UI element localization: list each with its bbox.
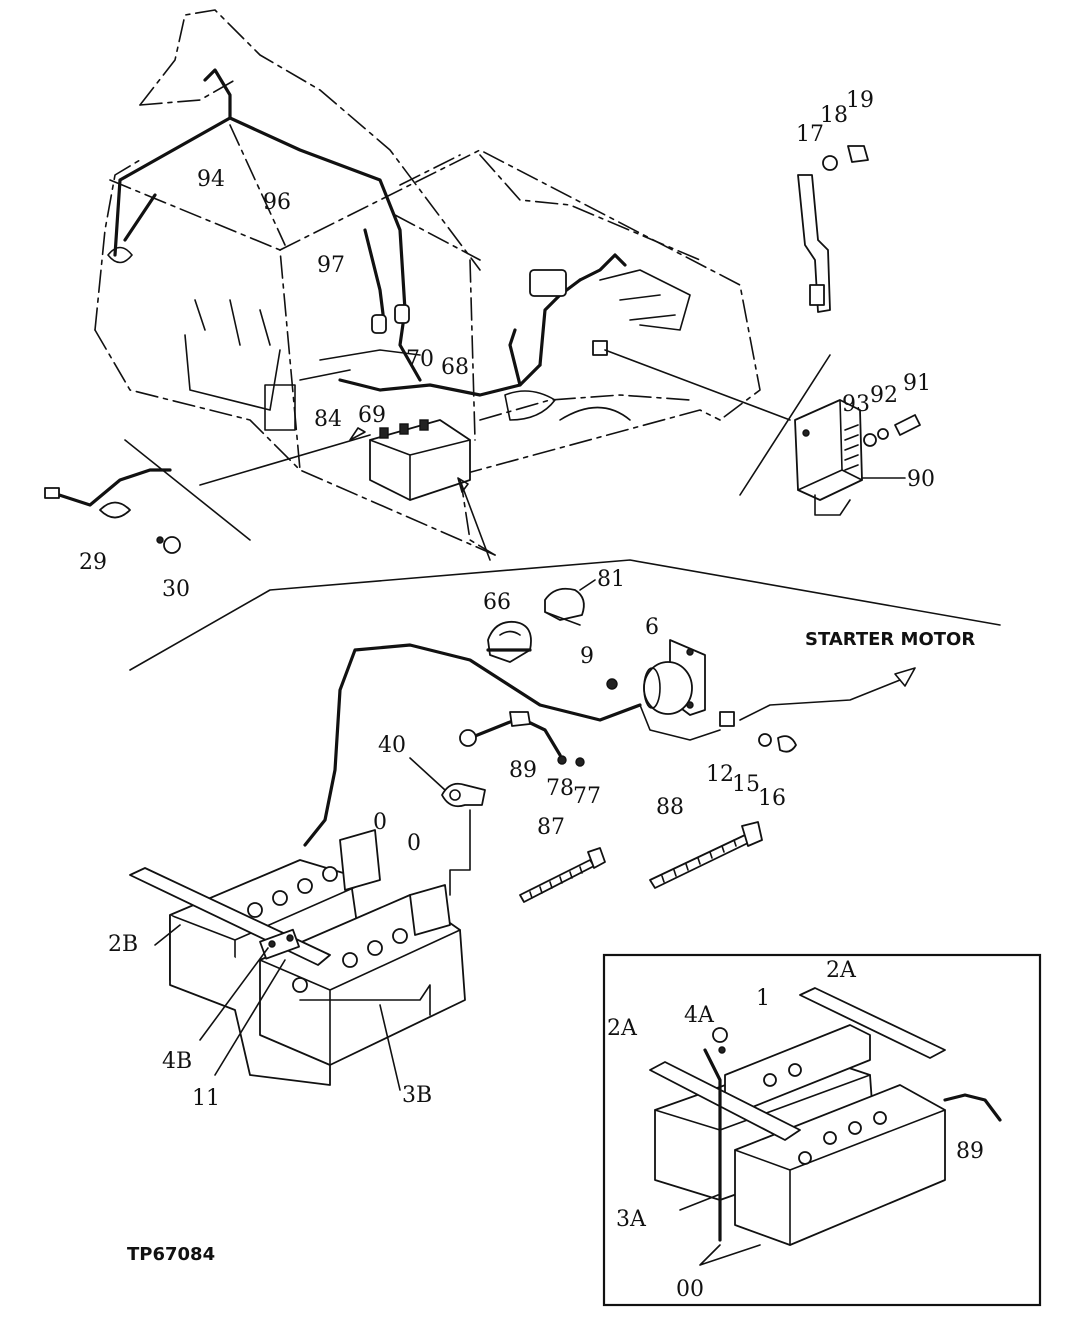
- callout-9: 9: [580, 644, 594, 669]
- inset-frame: [602, 953, 1042, 1307]
- callout-77: 77: [573, 784, 601, 809]
- callout-6: 6: [645, 615, 659, 640]
- upper-battery-box: [369, 419, 471, 501]
- callout-84: 84: [314, 407, 342, 432]
- callout-3B: 3B: [402, 1083, 432, 1108]
- part-88-bolt: [649, 821, 763, 889]
- callout-2A-top: 2A: [826, 958, 857, 983]
- callout-90: 90: [907, 467, 935, 492]
- callout-0b: 0: [407, 831, 421, 856]
- callout-88: 88: [656, 795, 684, 820]
- callout-00: 00: [676, 1277, 704, 1302]
- callout-89: 89: [509, 758, 537, 783]
- callout-29: 29: [79, 550, 107, 575]
- callout-68: 68: [441, 355, 469, 380]
- callout-2B: 2B: [108, 932, 138, 957]
- callout-94: 94: [197, 167, 225, 192]
- part-89-ground-cable: [459, 711, 585, 767]
- callout-15: 15: [732, 772, 760, 797]
- callout-11: 11: [192, 1086, 220, 1111]
- callout-1: 1: [756, 986, 770, 1011]
- callout-12: 12: [706, 762, 734, 787]
- callout-93: 93: [842, 392, 870, 417]
- upper-wiring-harness: [107, 68, 627, 397]
- inset-leader-lines: [679, 1194, 761, 1266]
- upper-leader-lines: [124, 349, 831, 561]
- callout-4B: 4B: [162, 1049, 192, 1074]
- lower-battery-right: [259, 829, 466, 1066]
- machine-outline: [94, 9, 761, 556]
- callout-4A: 4A: [684, 1003, 715, 1028]
- callout-19: 19: [846, 88, 874, 113]
- part-17-bracket: [797, 145, 869, 313]
- callout-70: 70: [406, 347, 434, 372]
- callout-69: 69: [358, 403, 386, 428]
- inset-battery-assembly: [649, 987, 1002, 1246]
- figure-id: TP67084: [127, 1244, 215, 1265]
- callout-16: 16: [758, 786, 786, 811]
- callout-2A-left: 2A: [607, 1016, 638, 1041]
- callout-81: 81: [597, 567, 625, 592]
- lower-leader-lines: [154, 924, 401, 1091]
- callout-91: 91: [903, 371, 931, 396]
- part-81-cap: [544, 587, 585, 626]
- callout-66: 66: [483, 590, 511, 615]
- callout-18: 18: [820, 103, 848, 128]
- callout-30: 30: [162, 577, 190, 602]
- part-29-sensor: [44, 468, 181, 554]
- section-divider: [129, 559, 1001, 671]
- starter-motor-label: STARTER MOTOR: [805, 629, 975, 650]
- callout-87: 87: [537, 815, 565, 840]
- callout-97: 97: [317, 253, 345, 278]
- callout-78: 78: [546, 776, 574, 801]
- callout-40: 40: [378, 733, 406, 758]
- part-87-bolt: [519, 847, 606, 903]
- callout-labels: 94 96 97 70 68 84 69 29 30 17 18 19 93 9…: [79, 88, 984, 1302]
- part-40-terminal: [441, 782, 486, 896]
- part-90-module: [794, 399, 921, 516]
- callout-96: 96: [263, 190, 291, 215]
- battery-terminal-clamp: [259, 928, 300, 960]
- callout-17: 17: [796, 122, 824, 147]
- callout-3A: 3A: [616, 1207, 647, 1232]
- part-66-cap: [486, 620, 532, 663]
- callout-0a: 0: [373, 810, 387, 835]
- part-6-solenoid: [606, 639, 706, 716]
- battery-cable: [303, 643, 916, 847]
- callout-92: 92: [870, 383, 898, 408]
- callout-89-inset: 89: [956, 1139, 984, 1164]
